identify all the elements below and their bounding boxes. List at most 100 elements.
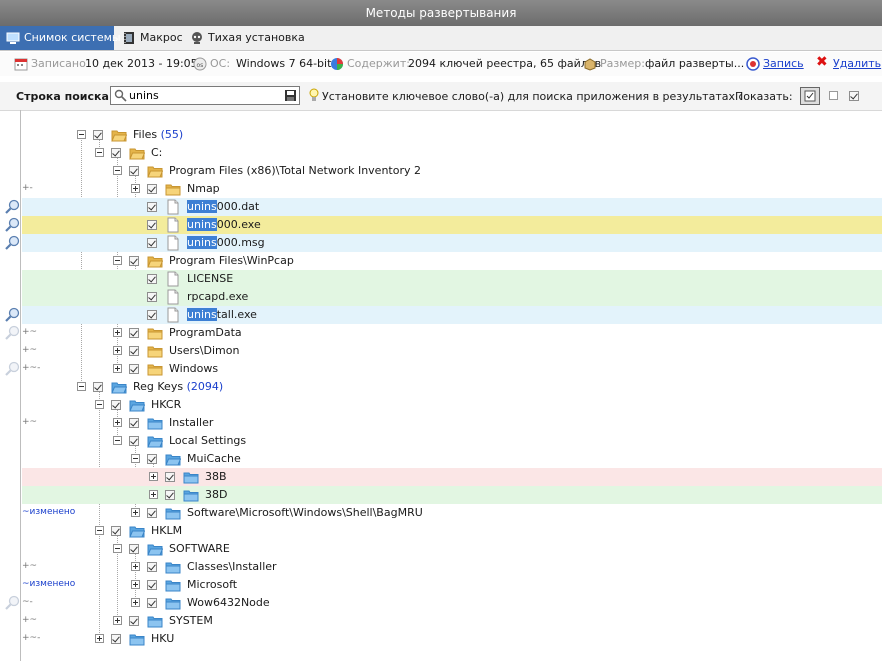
item-checkbox[interactable] xyxy=(147,292,157,302)
tree-row[interactable]: Local Settings xyxy=(0,432,882,450)
tree-row[interactable]: Reg Keys (2094) xyxy=(0,378,882,396)
item-checkbox[interactable] xyxy=(165,490,175,500)
item-checkbox[interactable] xyxy=(111,148,121,158)
tree-row[interactable]: +~Users\Dimon xyxy=(0,342,882,360)
tree-row[interactable]: rpcapd.exe xyxy=(0,288,882,306)
collapse-icon[interactable] xyxy=(77,130,86,139)
item-checkbox[interactable] xyxy=(111,400,121,410)
item-checkbox[interactable] xyxy=(147,184,157,194)
registry-folder-icon xyxy=(165,577,181,593)
tree-row[interactable]: SOFTWARE xyxy=(0,540,882,558)
tree-row[interactable]: 38D xyxy=(0,486,882,504)
tab-macro[interactable]: Макрос xyxy=(116,26,184,50)
expand-icon[interactable] xyxy=(131,580,140,589)
tree-row[interactable]: unins000.msg xyxy=(0,234,882,252)
collapse-icon[interactable] xyxy=(131,454,140,463)
collapse-icon[interactable] xyxy=(95,526,104,535)
item-checkbox[interactable] xyxy=(129,364,139,374)
tree-row[interactable]: unins000.dat xyxy=(0,198,882,216)
tab-snapshot[interactable]: Снимок системы xyxy=(0,26,121,50)
tree-row[interactable]: Files (55) xyxy=(0,126,882,144)
tab-silent-install[interactable]: Тихая установка xyxy=(184,26,305,50)
item-checkbox[interactable] xyxy=(147,220,157,230)
tree-item-label: 38B xyxy=(205,470,227,483)
size-label: Размер: xyxy=(600,57,645,70)
expand-icon[interactable] xyxy=(113,418,122,427)
tree-row[interactable]: LICENSE xyxy=(0,270,882,288)
item-checkbox[interactable] xyxy=(147,310,157,320)
record-link[interactable]: Запись xyxy=(763,57,804,70)
collapse-icon[interactable] xyxy=(77,382,86,391)
collapse-icon[interactable] xyxy=(113,544,122,553)
tree-row[interactable]: +-Nmap xyxy=(0,180,882,198)
item-checkbox[interactable] xyxy=(129,166,139,176)
item-checkbox[interactable] xyxy=(147,454,157,464)
collapse-icon[interactable] xyxy=(95,148,104,157)
tree-row[interactable]: +~Installer xyxy=(0,414,882,432)
search-input[interactable] xyxy=(129,88,279,103)
tree-row[interactable]: 38B xyxy=(0,468,882,486)
tree-item-label: uninstall.exe xyxy=(187,308,257,321)
collapse-icon[interactable] xyxy=(113,256,122,265)
expand-icon[interactable] xyxy=(113,328,122,337)
item-checkbox[interactable] xyxy=(129,418,139,428)
tree-row[interactable]: +~-Windows xyxy=(0,360,882,378)
item-checkbox[interactable] xyxy=(93,382,103,392)
tree-row[interactable]: unins000.exe xyxy=(0,216,882,234)
item-checkbox[interactable] xyxy=(147,598,157,608)
expand-icon[interactable] xyxy=(131,562,140,571)
show-unchecked-checkbox[interactable] xyxy=(829,91,838,100)
tree-row[interactable]: +~Classes\Installer xyxy=(0,558,882,576)
tree-row[interactable]: ~-Wow6432Node xyxy=(0,594,882,612)
tree-row[interactable]: HKLM xyxy=(0,522,882,540)
save-icon[interactable] xyxy=(284,89,297,102)
expand-icon[interactable] xyxy=(149,472,158,481)
tree-row[interactable]: +~SYSTEM xyxy=(0,612,882,630)
item-checkbox[interactable] xyxy=(147,238,157,248)
delete-link[interactable]: Удалить xyxy=(833,57,882,70)
item-checkbox[interactable] xyxy=(111,634,121,644)
item-checkbox[interactable] xyxy=(147,580,157,590)
show-filter-button[interactable] xyxy=(800,87,820,105)
search-match-icon xyxy=(4,325,20,341)
label-text: 38B xyxy=(205,470,227,483)
item-checkbox[interactable] xyxy=(147,274,157,284)
tree-row[interactable]: uninstall.exe xyxy=(0,306,882,324)
collapse-icon[interactable] xyxy=(113,436,122,445)
item-checkbox[interactable] xyxy=(129,328,139,338)
item-checkbox[interactable] xyxy=(147,508,157,518)
item-checkbox[interactable] xyxy=(111,526,121,536)
tree-row[interactable]: MuiCache xyxy=(0,450,882,468)
expand-icon[interactable] xyxy=(113,346,122,355)
film-icon xyxy=(124,32,134,44)
show-checked-checkbox[interactable] xyxy=(849,91,859,101)
tree-row[interactable]: Program Files (x86)\Total Network Invent… xyxy=(0,162,882,180)
item-checkbox[interactable] xyxy=(129,346,139,356)
expand-icon[interactable] xyxy=(113,616,122,625)
item-checkbox[interactable] xyxy=(129,436,139,446)
expand-icon[interactable] xyxy=(131,598,140,607)
item-checkbox[interactable] xyxy=(165,472,175,482)
expand-icon[interactable] xyxy=(131,508,140,517)
tree-row[interactable]: +~-HKU xyxy=(0,630,882,648)
registry-folder-open-icon xyxy=(129,523,146,539)
tree-row[interactable]: +~ProgramData xyxy=(0,324,882,342)
expand-icon[interactable] xyxy=(95,634,104,643)
expand-icon[interactable] xyxy=(149,490,158,499)
item-checkbox[interactable] xyxy=(93,130,103,140)
tree-row[interactable]: HKCR xyxy=(0,396,882,414)
expand-icon[interactable] xyxy=(131,184,140,193)
tree-row[interactable]: Program Files\WinPcap xyxy=(0,252,882,270)
item-checkbox[interactable] xyxy=(129,544,139,554)
tree-item-label: Users\Dimon xyxy=(169,344,239,357)
expand-icon[interactable] xyxy=(113,364,122,373)
collapse-icon[interactable] xyxy=(113,166,122,175)
item-checkbox[interactable] xyxy=(129,256,139,266)
collapse-icon[interactable] xyxy=(95,400,104,409)
item-checkbox[interactable] xyxy=(147,562,157,572)
item-checkbox[interactable] xyxy=(129,616,139,626)
tree-row[interactable]: C: xyxy=(0,144,882,162)
item-checkbox[interactable] xyxy=(147,202,157,212)
